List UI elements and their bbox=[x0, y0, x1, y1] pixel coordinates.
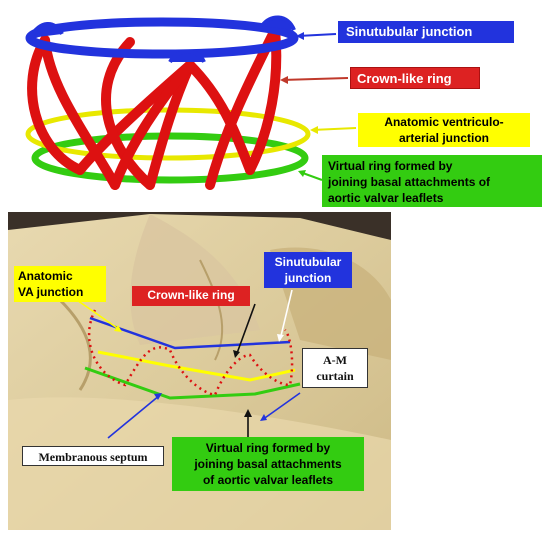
photo-label-anatomic-va: Anatomic VA junction bbox=[14, 266, 106, 302]
photo-label-am-line1: A-M bbox=[323, 353, 347, 367]
photo-virtual-line bbox=[84, 366, 301, 400]
label-virtual-ring: Virtual ring formed by joining basal att… bbox=[322, 155, 542, 207]
photo-label-sinutubular: Sinutubular junction bbox=[264, 252, 352, 288]
photo-label-virtual-ring: Virtual ring formed by joining basal att… bbox=[172, 437, 364, 491]
label-sinutubular-junction: Sinutubular junction bbox=[338, 21, 514, 43]
sinutubular-ring bbox=[25, 15, 299, 64]
photo-label-crown-like-ring: Crown-like ring bbox=[132, 286, 250, 306]
photo-label-virtual-line2: joining basal attachments bbox=[194, 457, 342, 471]
label-anatomic-va-junction: Anatomic ventriculo- arterial junction bbox=[358, 113, 530, 147]
photo-label-sinutubular-line1: Sinutubular bbox=[274, 255, 342, 269]
crown-like-ring bbox=[27, 25, 282, 190]
label-virtual-line2: joining basal attachments of bbox=[328, 175, 491, 189]
photo-label-anatomic-line2: VA junction bbox=[18, 285, 84, 299]
virtual-ring bbox=[31, 132, 309, 184]
photo-anatomic-line bbox=[97, 350, 296, 382]
label-crown-like-ring: Crown-like ring bbox=[350, 67, 480, 89]
label-virtual-line3: aortic valvar leaflets bbox=[328, 191, 444, 205]
top-pointer-arrows bbox=[280, 32, 357, 181]
photo-label-virtual-line1: Virtual ring formed by bbox=[205, 441, 331, 455]
photo-pointer-arrows bbox=[73, 289, 301, 439]
label-anatomic-line1: Anatomic ventriculo- bbox=[384, 115, 504, 129]
label-anatomic-line2: arterial junction bbox=[398, 131, 490, 145]
photo-label-sinutubular-line2: junction bbox=[284, 271, 332, 285]
photo-label-am-curtain: A-M curtain bbox=[302, 348, 368, 388]
photo-label-am-line2: curtain bbox=[316, 369, 354, 383]
photo-label-anatomic-line1: Anatomic bbox=[18, 269, 73, 283]
photo-label-membranous-septum: Membranous septum bbox=[22, 446, 164, 466]
label-virtual-line1: Virtual ring formed by bbox=[328, 159, 453, 173]
photo-label-virtual-line3: of aortic valvar leaflets bbox=[202, 473, 334, 487]
